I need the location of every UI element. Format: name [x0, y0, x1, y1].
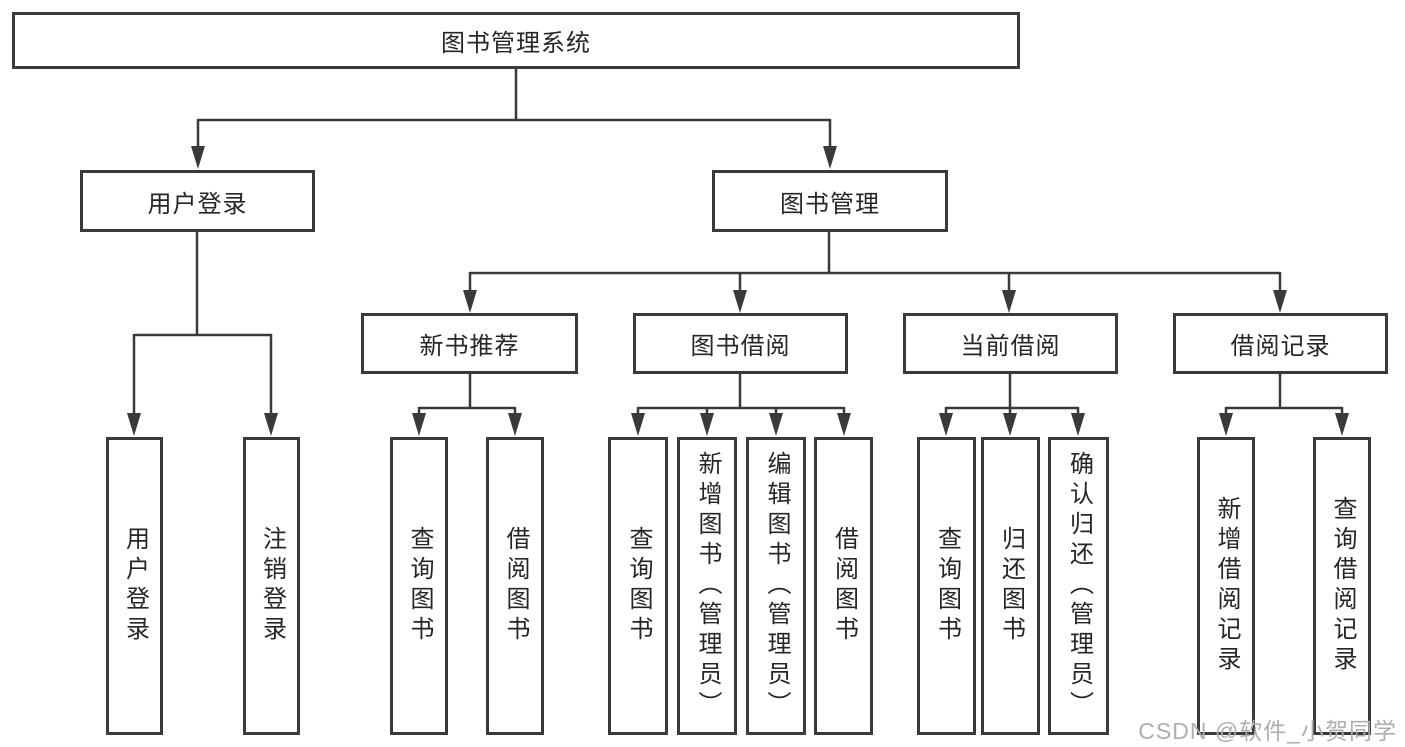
arrowhead-icon — [823, 146, 837, 169]
node-user-login: 用户登录 — [80, 170, 315, 232]
connector-root-to-level2 — [196, 69, 832, 150]
node-current-borrowing: 当前借阅 — [903, 313, 1118, 374]
node-library-management-system: 图书管理系统 — [12, 12, 1020, 69]
node-book-borrowing: 图书借阅 — [633, 313, 848, 374]
arrowhead-icon — [733, 290, 747, 313]
arrowhead-icon — [1003, 413, 1017, 436]
node-leaf-confirm-return-admin: 确认归还（管理员） — [1048, 437, 1109, 735]
arrowhead-icon — [631, 413, 645, 436]
node-leaf-logout: 注销登录 — [243, 437, 300, 735]
node-leaf-add-borrow-record: 新增借阅记录 — [1197, 437, 1255, 735]
connector-book-management-branch — [468, 232, 1282, 294]
arrowhead-icon — [127, 413, 141, 436]
arrowhead-icon — [769, 413, 783, 436]
connector-user-login-branch — [132, 232, 273, 417]
csdn-watermark: CSDN @软件_小贺同学 — [1138, 718, 1397, 744]
arrowheads-group — [127, 146, 1349, 436]
arrowhead-icon — [1002, 290, 1016, 313]
connector-book-borrow-sub — [636, 374, 846, 417]
node-leaf-query-books-current: 查询图书 — [917, 437, 976, 735]
node-leaf-edit-book-admin: 编辑图书（管理员） — [746, 437, 806, 735]
arrowhead-icon — [264, 413, 278, 436]
node-leaf-query-books-borrowing: 查询图书 — [608, 437, 668, 735]
arrowhead-icon — [1071, 413, 1085, 436]
node-leaf-borrow-books-recommend: 借阅图书 — [486, 437, 544, 735]
arrowhead-icon — [463, 290, 477, 313]
node-book-management: 图书管理 — [712, 170, 948, 232]
arrowhead-icon — [1335, 413, 1349, 436]
node-leaf-query-borrow-record: 查询借阅记录 — [1313, 437, 1371, 735]
node-leaf-query-books-recommend: 查询图书 — [390, 437, 448, 735]
arrowhead-icon — [191, 146, 205, 169]
connector-borrow-record-sub — [1224, 374, 1344, 417]
arrowhead-icon — [700, 413, 714, 436]
arrowhead-icon — [939, 413, 953, 436]
node-leaf-user-login: 用户登录 — [106, 437, 163, 735]
node-leaf-return-books: 归还图书 — [981, 437, 1040, 735]
node-new-book-recommendation: 新书推荐 — [361, 313, 578, 374]
arrowhead-icon — [837, 413, 851, 436]
node-borrow-records: 借阅记录 — [1173, 313, 1388, 374]
connector-new-book-sub — [417, 374, 517, 417]
node-leaf-add-book-admin: 新增图书（管理员） — [677, 437, 737, 735]
arrowhead-icon — [1273, 290, 1287, 313]
arrowhead-icon — [412, 413, 426, 436]
connector-current-borrow-sub — [944, 374, 1080, 417]
arrowhead-icon — [1219, 413, 1233, 436]
node-leaf-borrow-books: 借阅图书 — [814, 437, 873, 735]
arrowhead-icon — [508, 413, 522, 436]
